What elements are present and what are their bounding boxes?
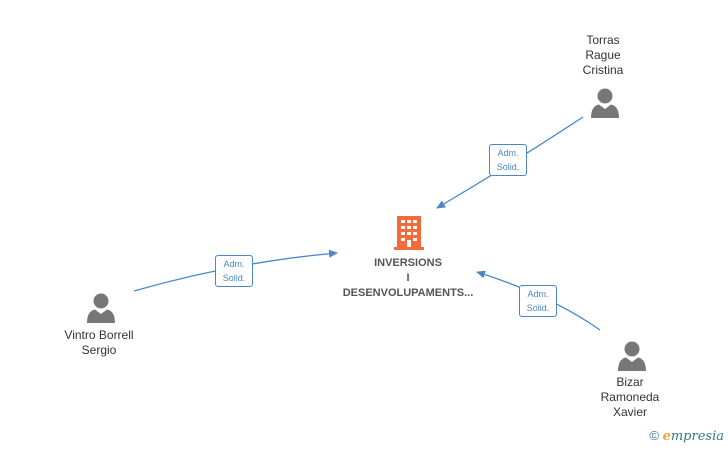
person-icon[interactable]: [86, 292, 116, 324]
person-label-vintro[interactable]: Vintro Borrell Sergio: [49, 328, 149, 358]
relation-role: Adm.: [223, 259, 245, 269]
relation-role: Solid.: [496, 162, 520, 172]
relation-badge-bizar[interactable]: Adm. Solid.: [519, 285, 557, 317]
brand-name: mpresia: [670, 429, 724, 444]
relation-badge-vintro[interactable]: Adm. Solid.: [215, 255, 253, 287]
person-name-line: Xavier: [612, 405, 647, 419]
person-name-line: Sergio: [81, 343, 117, 357]
person-name-line: Bizar: [616, 375, 644, 389]
copyright-icon: ©: [649, 428, 659, 443]
brand-initial: e: [662, 429, 671, 444]
company-name-line2: I: [406, 272, 410, 284]
relation-role: Solid.: [222, 273, 246, 283]
company-name-line1: INVERSIONS: [374, 257, 442, 269]
person-icon[interactable]: [590, 87, 620, 119]
person-label-torras[interactable]: Torras Rague Cristina: [553, 33, 653, 78]
relation-badge-torras[interactable]: Adm. Solid.: [489, 144, 527, 176]
relation-role: Adm.: [527, 289, 549, 299]
footer-brand[interactable]: © empresia: [649, 428, 724, 444]
person-name-line: Vintro Borrell: [64, 328, 134, 342]
building-icon[interactable]: [394, 216, 424, 250]
person-name-line: Cristina: [582, 63, 624, 77]
relation-role: Solid.: [526, 303, 550, 313]
person-icon[interactable]: [617, 340, 647, 372]
person-name-line: Torras: [586, 33, 620, 47]
person-label-bizar[interactable]: Bizar Ramoneda Xavier: [580, 375, 680, 420]
company-name-line3: DESENVOLUPAMENTS...: [342, 287, 474, 299]
person-name-line: Rague: [585, 48, 621, 62]
person-name-line: Ramoneda: [600, 390, 660, 404]
relation-role: Adm.: [497, 148, 519, 158]
company-label[interactable]: INVERSIONS I DESENVOLUPAMENTS...: [308, 256, 508, 301]
